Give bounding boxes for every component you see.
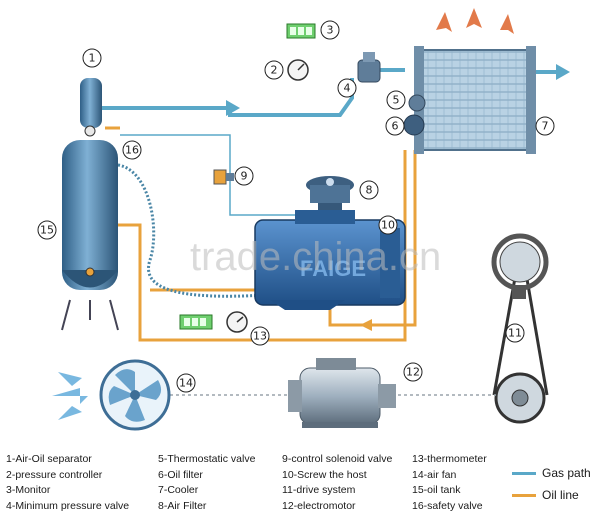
callout-12: 12	[403, 362, 423, 382]
air-oil-separator	[61, 78, 119, 331]
callout-8: 8	[359, 180, 379, 200]
thermostatic-valve	[408, 94, 426, 112]
oil-flow-arrow	[360, 319, 372, 331]
callout-8-label: 8	[366, 184, 373, 197]
callout-15-label: 15	[40, 224, 54, 237]
minimum-pressure-valve	[357, 52, 381, 83]
legend-item: 6-Oil filter	[158, 468, 203, 481]
drive-system	[491, 233, 549, 424]
gas-path-swatch	[512, 471, 536, 475]
legend-item: 8-Air Filter	[158, 499, 207, 512]
legend-item: 14-air fan	[412, 468, 457, 481]
oil-line-key: Oil line	[512, 484, 591, 506]
legend-item: 1-Air-Oil separator	[6, 453, 92, 465]
legend-item: 2-pressure controller	[6, 468, 103, 481]
oil-line-swatch	[512, 493, 536, 497]
legend-item: 12-electromotor	[282, 499, 356, 512]
callout-5: 5	[386, 90, 406, 110]
callout-6-label: 6	[392, 120, 399, 133]
monitor	[286, 23, 316, 39]
legend-column-2: 5-Thermostatic valve 6-Oil filter 7-Cool…	[158, 452, 255, 514]
callout-2: 2	[264, 60, 284, 80]
callout-4-label: 4	[344, 82, 351, 95]
callout-11-label: 11	[508, 327, 522, 340]
callout-1-label: 1	[89, 52, 96, 65]
legend-item: 3-Monitor	[6, 484, 51, 497]
callouts: 1 2 3 4 5 6 7 8 9 10 11 12 13 14 15 16	[37, 20, 555, 393]
callout-16: 16	[122, 140, 142, 160]
air-fan	[99, 359, 171, 431]
line-key: Gas path Oil line	[512, 462, 591, 506]
legend-column-3: 9-control solenoid valve 10-Screw the ho…	[282, 452, 392, 514]
callout-12-label: 12	[406, 366, 420, 379]
legend-column-4: 13-thermometer 14-air fan 15-oil tank 16…	[412, 452, 487, 514]
electromotor	[288, 358, 396, 428]
control-solenoid-valve	[213, 169, 234, 185]
legend-item: 11-drive system	[282, 484, 356, 497]
callout-16-label: 16	[125, 144, 139, 157]
callout-10: 10	[378, 215, 398, 235]
exhaust-arrows	[436, 8, 514, 34]
gas-path-key: Gas path	[512, 462, 591, 484]
callout-3-label: 3	[327, 24, 334, 37]
site-watermark: trade.china.cn	[190, 235, 441, 279]
callout-1: 1	[82, 48, 102, 68]
legend-item: 5-Thermostatic valve	[158, 453, 256, 465]
callout-11: 11	[505, 323, 525, 343]
oil-return-hose	[117, 163, 266, 298]
legend-item: 7-Cooler	[158, 484, 199, 497]
pressure-controller	[287, 59, 309, 81]
oil-filter	[403, 114, 425, 136]
legend-item: 10-Screw the host	[282, 468, 367, 481]
callout-9-label: 9	[241, 170, 248, 183]
brand-watermark: FAIGE	[300, 256, 366, 281]
callout-5-label: 5	[393, 94, 400, 107]
legend-item: 15-oil tank	[412, 484, 461, 497]
cooler	[414, 46, 536, 154]
callout-7-label: 7	[542, 120, 549, 133]
legend-item: 4-Minimum pressure valve	[6, 499, 130, 512]
gas-flow-arrow	[226, 100, 240, 116]
oil-line-label: Oil line	[542, 488, 579, 502]
callout-14-label: 14	[179, 377, 193, 390]
callout-7: 7	[535, 116, 555, 136]
callout-6: 6	[385, 116, 405, 136]
callout-14: 14	[176, 373, 196, 393]
callout-15: 15	[37, 220, 57, 240]
callout-10-label: 10	[381, 219, 395, 232]
legend-item: 16-safety valve	[412, 499, 483, 512]
callout-9: 9	[234, 166, 254, 186]
callout-13-label: 13	[253, 330, 267, 343]
callout-4: 4	[337, 78, 357, 98]
callout-2-label: 2	[271, 64, 278, 77]
thermometer	[179, 311, 248, 333]
callout-13: 13	[250, 326, 270, 346]
gas-outlet-arrow	[556, 64, 570, 80]
air-intake-arrows	[52, 372, 88, 420]
gas-path-label: Gas path	[542, 466, 591, 480]
screw-compressor: FAIGE	[254, 210, 406, 310]
callout-3: 3	[320, 20, 340, 40]
legend-item: 9-control solenoid valve	[282, 453, 393, 465]
legend-item: 13-thermometer	[412, 453, 487, 465]
legend-column-1: 1-Air-Oil separator 2-pressure controlle…	[6, 452, 129, 514]
